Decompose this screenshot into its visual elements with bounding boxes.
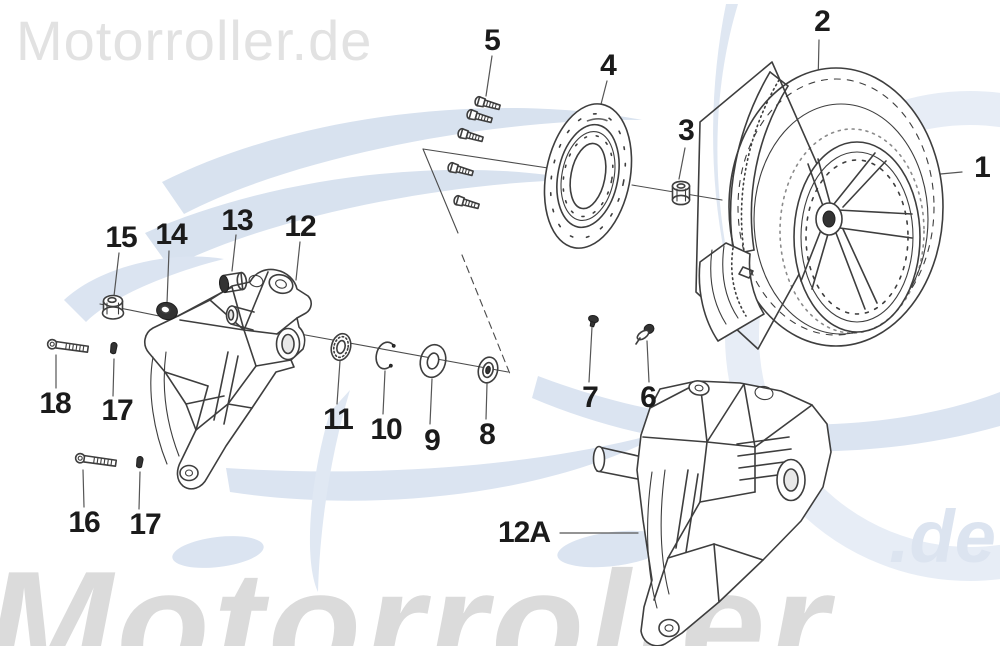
part-label-17-lower: 17 — [129, 508, 161, 541]
part-label-2: 2 — [814, 5, 831, 38]
part-label-18: 18 — [39, 387, 71, 420]
part-14-bushing — [156, 301, 178, 321]
watermark-de-suffix: .de — [889, 495, 996, 578]
part-7-plug — [588, 314, 599, 328]
part-8-seal — [477, 356, 499, 384]
part-15-nut — [101, 294, 125, 320]
part-12-bracket — [144, 268, 312, 490]
watermark-brand-top: Motorroller.de — [16, 9, 373, 72]
part-label-13: 13 — [221, 204, 253, 237]
valve-accent — [738, 266, 754, 279]
part-label-15: 15 — [105, 221, 137, 254]
part-13-spacer — [218, 271, 248, 294]
part-label-4: 4 — [600, 49, 617, 82]
swoosh-circle — [725, 91, 1000, 581]
group-triangle — [422, 148, 549, 375]
part-9-bearing — [419, 343, 447, 379]
part-16-bolt — [74, 452, 118, 469]
part-label-3: 3 — [678, 114, 695, 147]
part-label-11: 11 — [323, 403, 354, 436]
swoosh-blob — [557, 530, 669, 568]
part-17-pin-lower — [136, 455, 144, 469]
part-10-circlip — [375, 341, 396, 370]
part-11-washer — [330, 332, 352, 362]
part-label-12: 12 — [284, 210, 316, 243]
swoosh-band — [309, 390, 350, 592]
part-17-pin-upper — [110, 341, 118, 355]
swoosh-band — [226, 430, 670, 501]
part-label-8: 8 — [479, 418, 496, 451]
part-label-5: 5 — [484, 24, 501, 57]
part-label-7: 7 — [582, 381, 599, 414]
part-label-6: 6 — [640, 381, 657, 414]
part-label-1: 1 — [974, 151, 991, 184]
part-12a-bracket — [592, 380, 832, 646]
bracket-truss — [164, 271, 298, 431]
part-label-9: 9 — [424, 424, 441, 457]
part-label-12a: 12A — [497, 516, 551, 549]
part-3-axle-nut — [671, 180, 691, 206]
part-4-brake-disc — [543, 103, 633, 249]
part-label-10: 10 — [370, 413, 402, 446]
part-label-17-upper: 17 — [101, 394, 133, 427]
swoosh-blob — [172, 536, 264, 568]
part-18-bolt — [46, 338, 90, 355]
rim-spokes — [800, 152, 913, 310]
part-1-rim — [779, 128, 925, 334]
part-label-16: 16 — [68, 506, 100, 539]
part-label-14: 14 — [155, 218, 187, 251]
part-6-screw — [635, 323, 655, 345]
